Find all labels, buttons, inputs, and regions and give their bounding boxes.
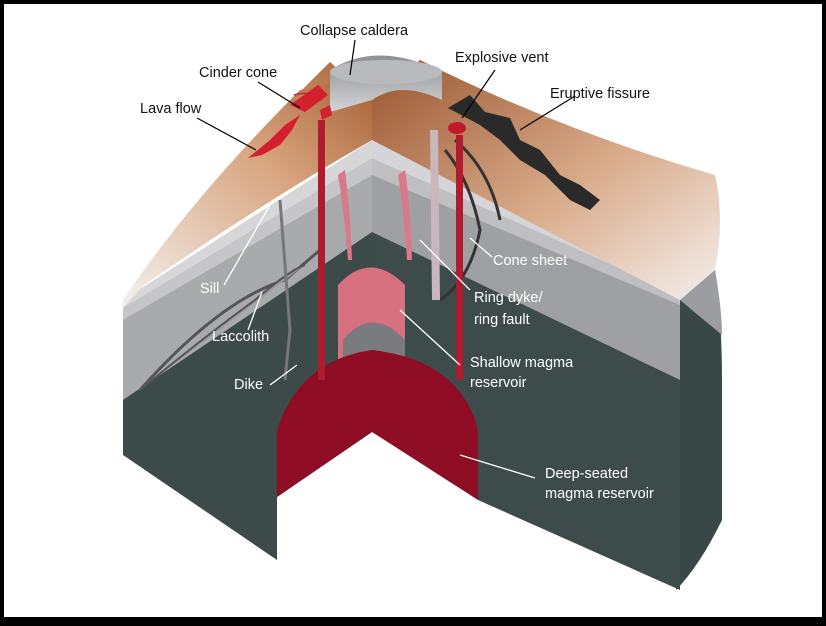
label-dike: Dike [234,377,263,393]
label-ring-dyke-1: Ring dyke/ [474,290,543,306]
label-deep-magma-2: magma reservoir [545,486,654,502]
surface-right [372,60,720,300]
label-deep-magma-1: Deep-seated [545,466,628,482]
label-shallow-magma-2: reservoir [470,375,527,391]
dike-line [278,199,292,381]
right-side-face [676,270,722,590]
label-cone-sheet: Cone sheet [493,253,567,269]
deep-magma-reservoir [277,350,478,500]
label-shallow-magma-1: Shallow magma [470,355,574,371]
label-cinder-cone: Cinder cone [199,65,277,81]
label-explosive-vent: Explosive vent [455,50,549,66]
label-ring-dyke-2: ring fault [474,312,530,328]
label-sill: Sill [200,281,219,297]
explosive-vent [448,122,466,134]
lava-flow [248,85,328,158]
label-collapse-caldera: Collapse caldera [300,23,409,39]
label-eruptive-fissure: Eruptive fissure [550,86,650,102]
eruptive-fissure [448,95,600,210]
label-lava-flow: Lava flow [140,101,202,117]
gray-layer-right [372,170,680,380]
label-laccolith: Laccolith [212,329,269,345]
